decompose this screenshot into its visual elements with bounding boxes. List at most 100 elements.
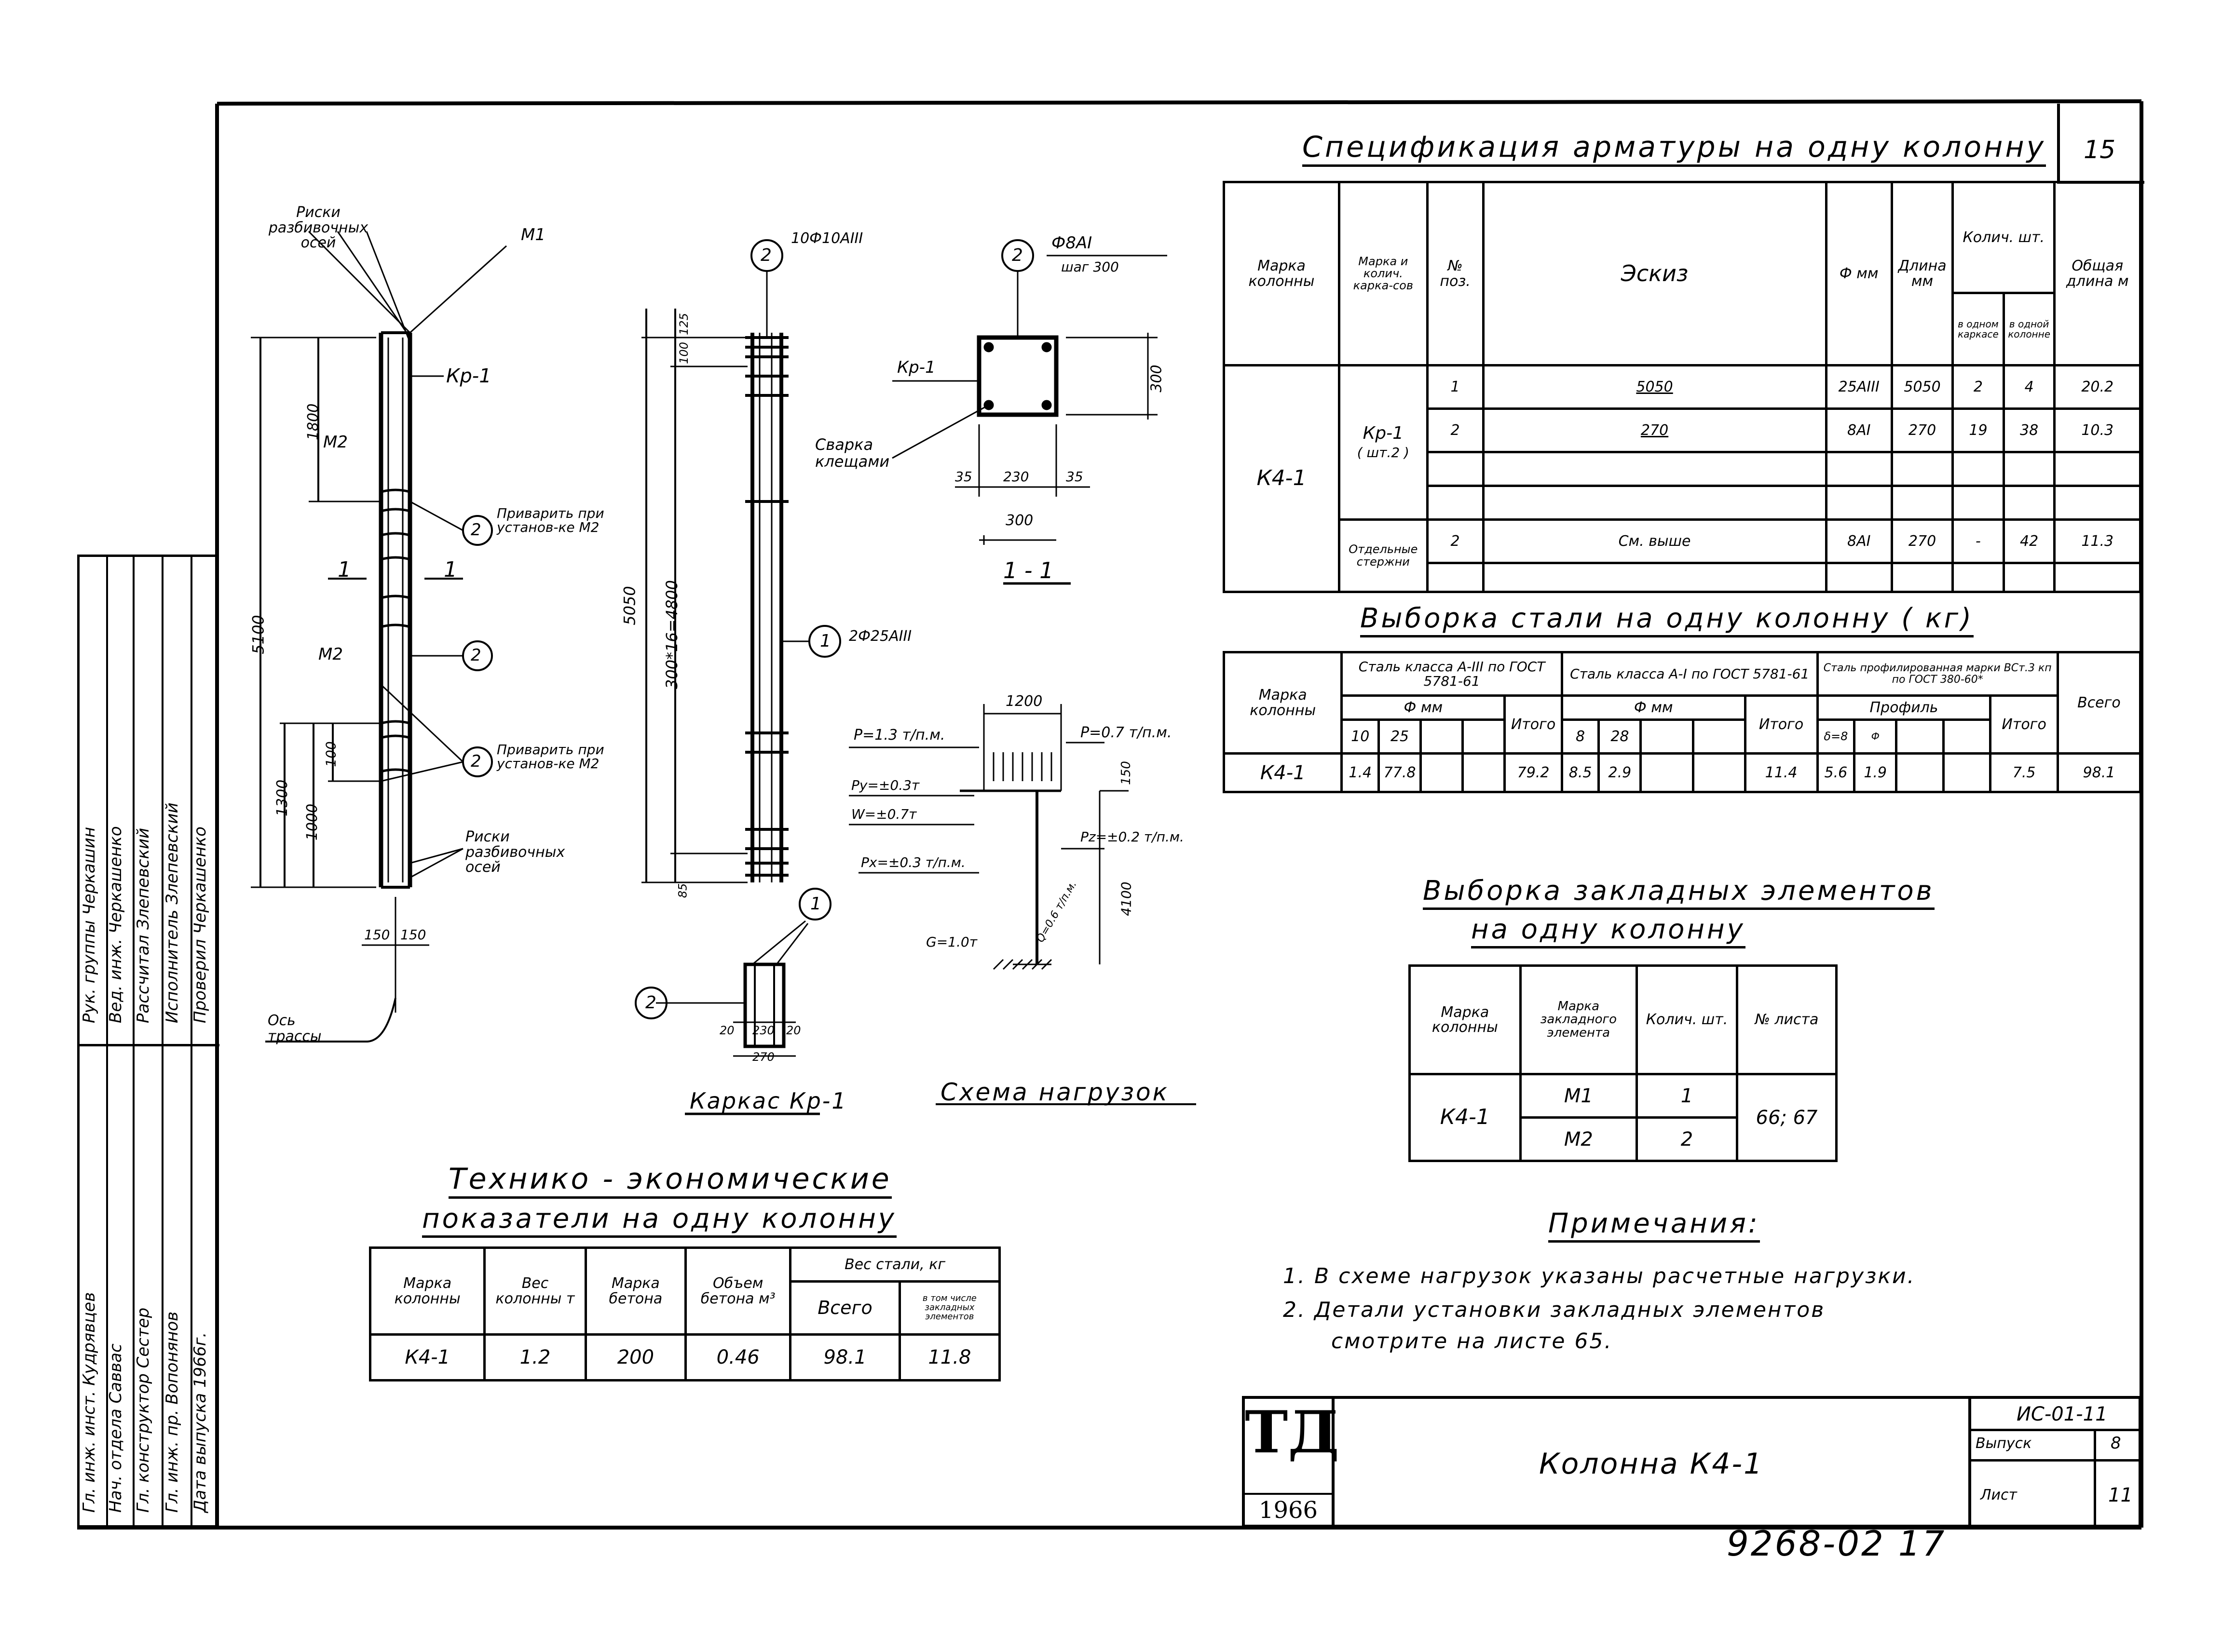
dim-85: 85 <box>676 883 690 898</box>
tech-title-2: показатели на одну колонну <box>422 1205 897 1238</box>
stamp-r4: Гл. инж. пр. Вопонянов <box>163 1311 182 1513</box>
spec-h-len: Длина мм <box>1890 181 1954 366</box>
tech-h-volume: Объем бетона м³ <box>684 1246 792 1336</box>
steel-h-g1: Сталь класса А-III по ГОСТ 5781-61 <box>1340 651 1563 697</box>
sec-35a: 35 <box>955 469 972 485</box>
stamp-col-line-2 <box>133 557 135 1528</box>
stamp-mid-line <box>80 1044 219 1046</box>
steel-v-c10: 1.4 <box>1340 752 1380 793</box>
emb-r1-qty: 1 <box>1635 1073 1739 1119</box>
dim-20a: 20 <box>720 1024 735 1037</box>
emb-h-sheet: № листа <box>1736 964 1838 1075</box>
title-block: ТД 1966 Колонна К4-1 ИС-01-11 Выпуск 8 Л… <box>1242 1396 2141 1528</box>
stamp-col-line-3 <box>162 557 164 1528</box>
stamp-s3: Рассчитал Злепевский <box>134 827 153 1023</box>
load-px: Px=±0.3 т/п.м. <box>861 854 966 870</box>
drawing-title: Колонна К4-1 <box>1539 1447 1764 1481</box>
sec-mark-left: 1 <box>338 557 351 582</box>
spec-empty-cell <box>1482 451 1827 487</box>
tech-v-volume: 0.46 <box>684 1333 792 1381</box>
spec-empty-cell <box>1426 451 1485 487</box>
tech-h-concrete: Марка бетона <box>584 1246 687 1336</box>
load-p1: P=1.3 т/п.м. <box>854 727 945 744</box>
steel-h-profile: Профиль <box>1816 694 1992 721</box>
stamp-s5: Проверил Черкашенко <box>191 826 210 1023</box>
steel-v-c25: 77.8 <box>1377 752 1422 793</box>
steel-empty-cell <box>1942 752 1992 793</box>
load-g: G=1.0т <box>926 934 977 950</box>
spec-empty-cell <box>1426 485 1485 521</box>
steel-empty-cell <box>1639 752 1694 793</box>
spec-empty-cell <box>2053 562 2141 593</box>
steel-h-dia1: Ф мм <box>1340 694 1506 721</box>
tech-table: Марка колонны Вес колонны т Марка бетона… <box>368 1246 1001 1381</box>
load-scheme-title: Схема нагрузок <box>941 1078 1169 1106</box>
steel-h-c28: 28 <box>1597 718 1642 755</box>
spec-h-pos: № поз. <box>1426 181 1485 366</box>
dim-100b: 100 <box>677 342 691 364</box>
footer-number: 9268-02 17 <box>1727 1523 1947 1564</box>
doc-code: ИС-01-11 <box>2017 1403 2108 1425</box>
spec-r1-total: 20.2 <box>2053 364 2141 410</box>
note-1: 1. В схеме нагрузок указаны расчетные на… <box>1283 1264 1916 1288</box>
sec-rebar: Ф8АI <box>1051 233 1092 253</box>
spec-empty-cell <box>2053 451 2141 487</box>
steel-h-g3: Сталь профилированная марки ВСт.3 кп по … <box>1816 651 2059 697</box>
embedded-title-1: Выборка закладных элементов <box>1423 878 1935 910</box>
spec-r1-sketch: 5050 <box>1482 364 1827 410</box>
spec-frame-mark: Кр-1( шт.2 ) <box>1338 364 1429 521</box>
dim-125: 125 <box>677 313 691 335</box>
steel-table: Марка колонны Сталь класса А-III по ГОСТ… <box>1222 651 2142 793</box>
sec-300h: 300 <box>1006 512 1034 529</box>
dim-5100: 5100 <box>249 615 268 654</box>
circle-2-lower: 2 <box>645 993 656 1013</box>
spec-r2-sketch: 270 <box>1482 407 1827 453</box>
spec-empty-cell <box>1482 485 1827 521</box>
steel-empty-cell <box>1942 718 1992 755</box>
spec-empty-cell <box>1951 562 2005 593</box>
load-w: W=±0.7т <box>851 806 917 822</box>
axis-label: Ось трассы <box>268 1012 322 1045</box>
steel-v-grand: 98.1 <box>2056 752 2142 793</box>
risks-top-label: Риски разбивочных осей <box>268 204 368 251</box>
spec-h-qty-col: в одной колонне <box>2002 292 2056 366</box>
spec-table: Марка колонны Марка и колич. карка-сов №… <box>1222 181 2141 593</box>
m2b-label: М2 <box>318 645 343 664</box>
steel-empty-cell <box>1419 752 1464 793</box>
emb-r2-el: М2 <box>1519 1116 1638 1162</box>
note-2: 2. Детали установки закладных элементов <box>1283 1298 1826 1322</box>
dim-270: 270 <box>752 1050 775 1064</box>
pos1-label: 2Ф25АIII <box>849 628 912 645</box>
steel-v-d8: 5.6 <box>1816 752 1856 793</box>
tech-v-concrete: 200 <box>584 1333 687 1381</box>
dim-230: 230 <box>752 1024 775 1037</box>
code-row-line <box>1968 1429 2139 1431</box>
dim-20b: 20 <box>786 1024 801 1037</box>
sec-230: 230 <box>1003 469 1029 485</box>
circle-2-sec: 2 <box>1012 245 1023 265</box>
kr1-label: Кр-1 <box>446 365 491 387</box>
tech-h-steel: Вес стали, кг <box>789 1246 1001 1283</box>
side-stamp: Гл. инж. инст. Кудрявцев Нач. отдела Сав… <box>77 555 219 1528</box>
steel-v-total1: 79.2 <box>1503 752 1563 793</box>
spec-r2-pos: 2 <box>1426 407 1485 453</box>
spec-r3-qty1: - <box>1951 518 2005 564</box>
tech-h-steel-emb: в том числе закладных элементов <box>898 1280 1001 1336</box>
dim-150b: 150 <box>400 927 426 943</box>
steel-h-c25: 25 <box>1377 718 1422 755</box>
issue-label: Выпуск <box>1976 1435 2032 1452</box>
spec-r3-total: 11.3 <box>2053 518 2141 564</box>
steel-h-total2: Итого <box>1744 694 1819 755</box>
load-pz: Pz=±0.2 т/п.м. <box>1080 829 1184 845</box>
page-number: 15 <box>2084 135 2116 164</box>
spec-empty-cell <box>1890 562 1954 593</box>
stamp-s2: Вед. инж. Черкашенко <box>106 826 125 1023</box>
load-p2: P=0.7 т/п.м. <box>1080 724 1172 741</box>
steel-title: Выборка стали на одну колонну ( кг) <box>1360 605 1974 637</box>
steel-v-phi: 1.9 <box>1853 752 1898 793</box>
sheet-value: 11 <box>2108 1484 2133 1506</box>
steel-h-d8: δ=8 <box>1816 718 1856 755</box>
weld-note-2: Приварить при установ-ке М2 <box>497 742 604 772</box>
spec-col-mark: К4-1 <box>1222 364 1341 593</box>
dim-150a: 150 <box>364 927 390 943</box>
